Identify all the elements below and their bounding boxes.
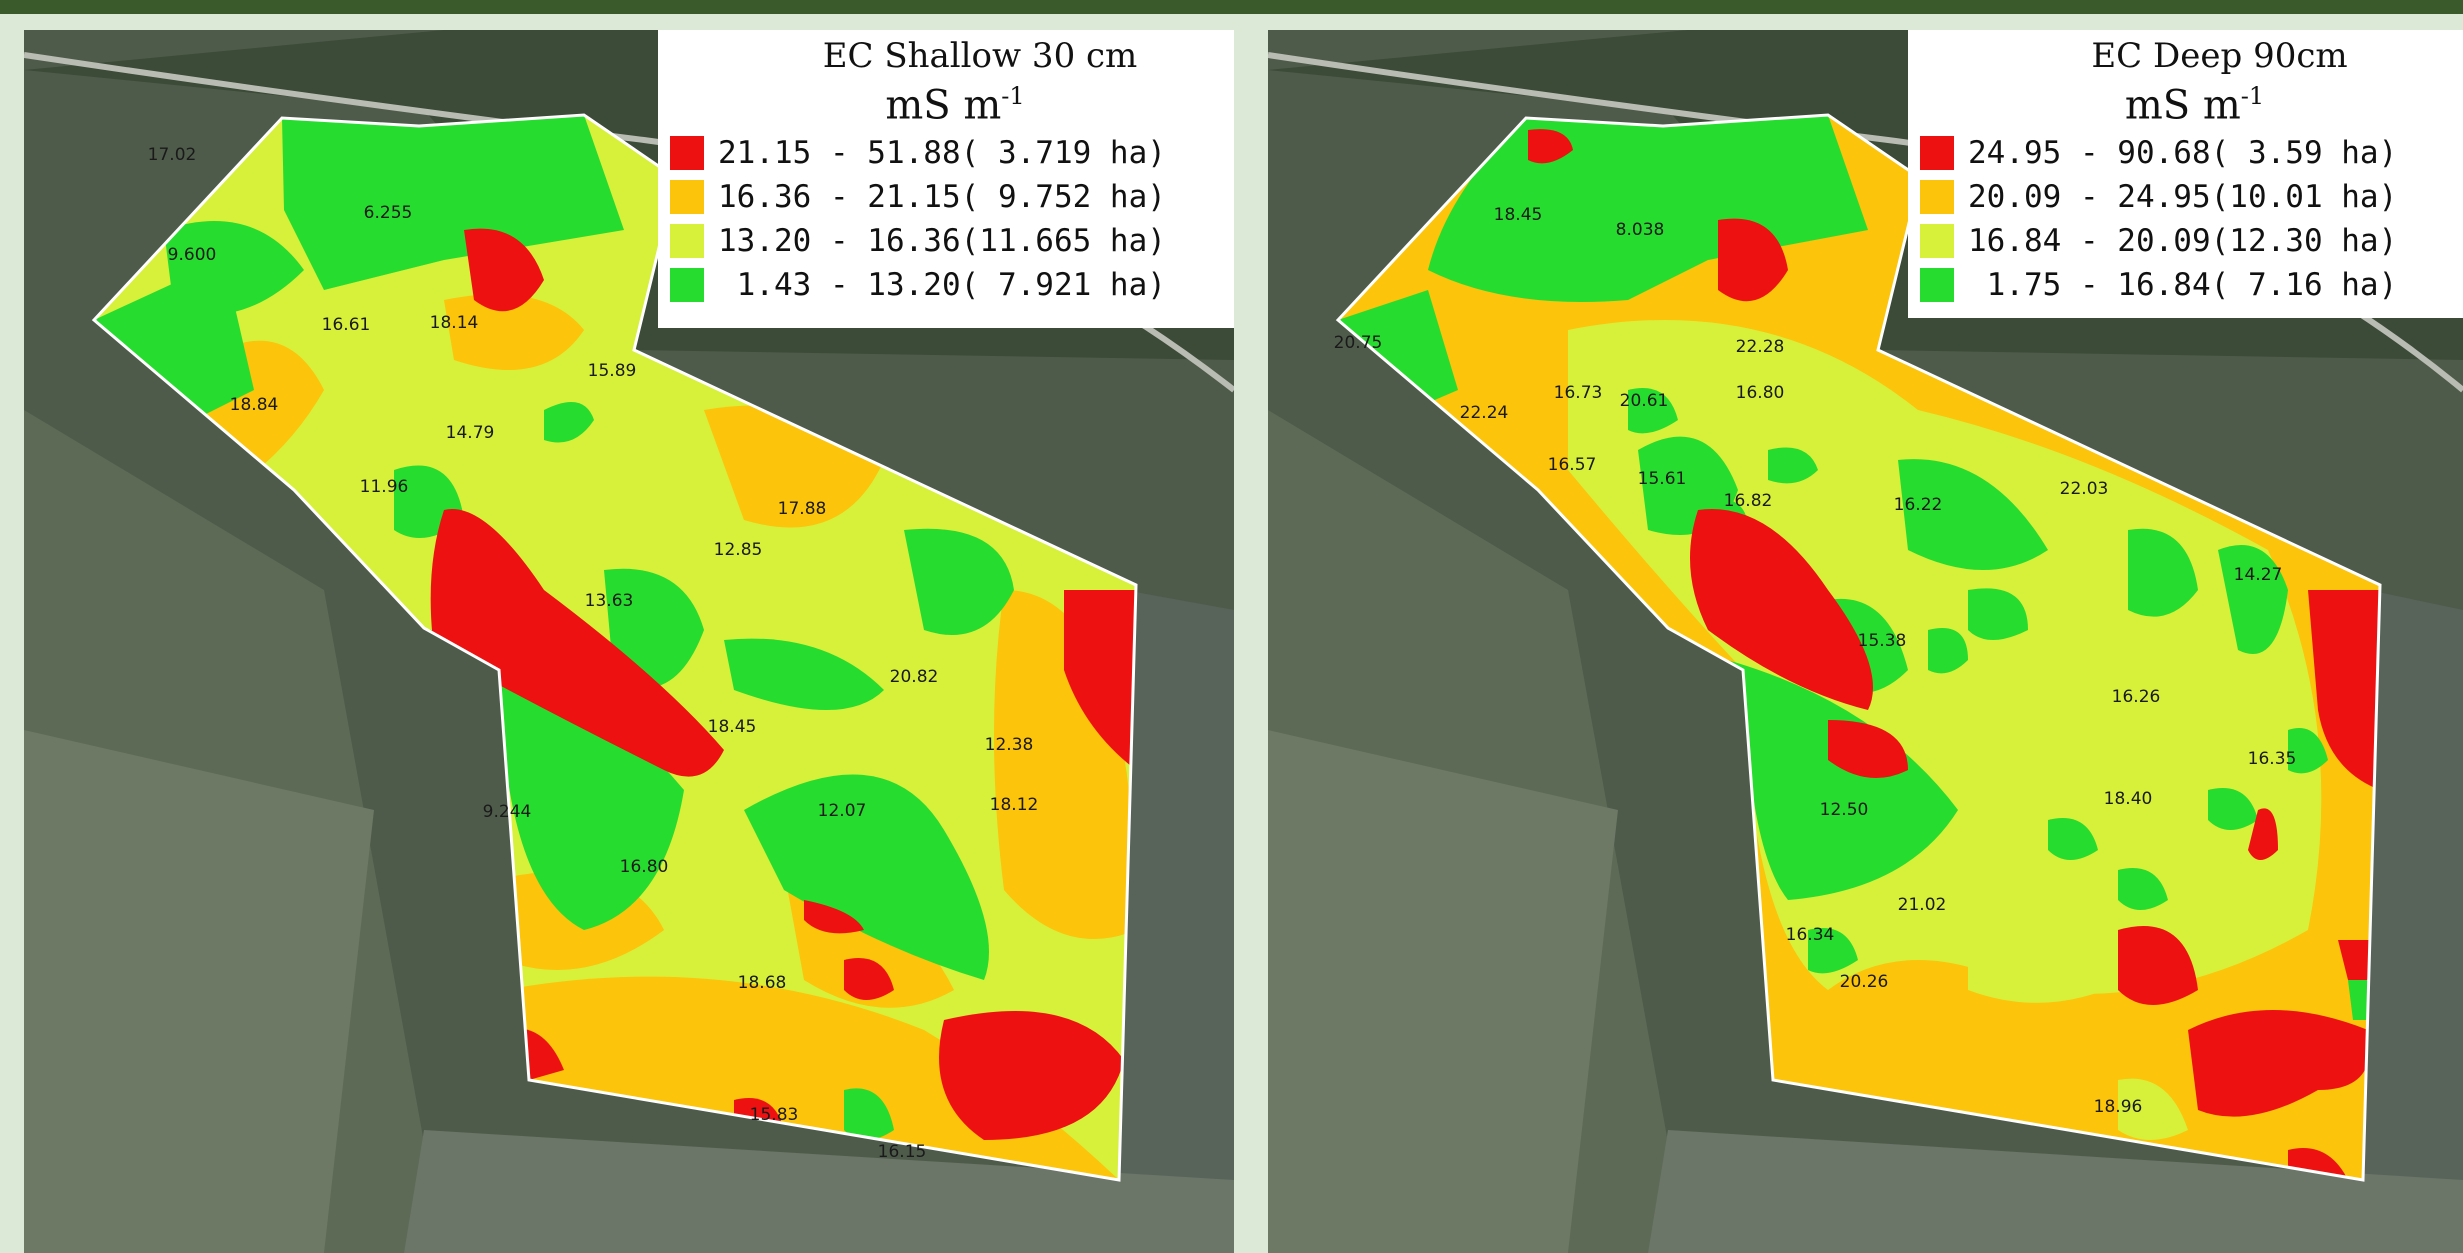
legend-title: EC Shallow 30 cm <box>822 36 1138 76</box>
swatch-orange <box>1920 180 1954 215</box>
legend-ec-deep: EC Deep 90cm mS m-1 24.95 - 90.68( 3.59 … <box>1908 30 2463 318</box>
zone-value-label: 11.96 <box>360 477 409 497</box>
zone-value-label: 17.02 <box>148 145 197 165</box>
zone-value-label: 21.02 <box>1898 895 1947 915</box>
zone-value-label: 18.45 <box>708 717 757 737</box>
zone-value-label: 12.50 <box>1820 800 1869 820</box>
zone-value-label: 16.26 <box>2112 687 2161 707</box>
swatch-red <box>670 136 704 171</box>
map-panel-ec-deep: 18.45 8.038 20.75 22.24 16.73 20.61 16.80 22.28… <box>1268 30 2463 1253</box>
legend-title: EC Deep 90cm <box>2091 36 2348 76</box>
legend-row: 20.09 - 24.95(10.01 ha) <box>1920 175 2449 219</box>
zone-value-label: 9.244 <box>483 802 532 822</box>
legend-unit: mS m-1 <box>2124 82 2265 129</box>
zone-value-label: 15.38 <box>1858 631 1907 651</box>
zone-value-label: 16.61 <box>322 315 371 335</box>
zone-value-label: 12.85 <box>714 540 763 560</box>
zone-value-label: 15.89 <box>588 361 637 381</box>
zone-value-label: 12.07 <box>818 801 867 821</box>
legend-range: 16.36 - 21.15( 9.752 ha) <box>718 179 1166 216</box>
zone-value-label: 18.68 <box>738 973 787 993</box>
zone-value-label: 18.45 <box>1494 205 1543 225</box>
zone-value-label: 16.34 <box>1786 925 1835 945</box>
legend-ec-shallow: EC Shallow 30 cm mS m-1 21.15 - 51.88( 3… <box>658 30 1234 328</box>
zone-value-label: 18.96 <box>2094 1097 2143 1117</box>
zone-value-label: 16.35 <box>2248 749 2297 769</box>
zone-value-label: 16.15 <box>878 1142 927 1162</box>
zone-value-label: 14.79 <box>446 423 495 443</box>
header-bar <box>0 0 2463 14</box>
zone-value-label: 20.75 <box>1334 333 1383 353</box>
zone-value-label: 16.22 <box>1894 495 1943 515</box>
zone-value-label: 16.57 <box>1548 455 1597 475</box>
zone-value-label: 18.84 <box>230 395 279 415</box>
swatch-yellow-green <box>670 224 704 259</box>
zone-value-label: 15.83 <box>750 1105 799 1125</box>
swatch-orange <box>670 180 704 215</box>
map-panel-ec-shallow: 17.02 9.600 6.255 16.61 18.14 18.84 15.89 14.79… <box>24 30 1234 1253</box>
zone-value-label: 18.40 <box>2104 789 2153 809</box>
zone-value-label: 16.80 <box>1736 383 1785 403</box>
zone-value-label: 9.600 <box>168 245 217 265</box>
legend-row: 1.43 - 13.20( 7.921 ha) <box>670 263 1220 307</box>
zone-value-label: 14.27 <box>2234 565 2283 585</box>
legend-range: 21.15 - 51.88( 3.719 ha) <box>718 135 1166 172</box>
zone-value-label: 13.63 <box>585 591 634 611</box>
legend-range: 13.20 - 16.36(11.665 ha) <box>718 223 1166 260</box>
legend-row: 16.84 - 20.09(12.30 ha) <box>1920 219 2449 263</box>
zone-labels: 17.02 9.600 6.255 16.61 18.14 18.84 15.89 14.79… <box>148 145 1039 1162</box>
legend-range: 20.09 - 24.95(10.01 ha) <box>1968 179 2398 216</box>
zone-value-label: 20.26 <box>1840 972 1889 992</box>
zone-value-label: 12.38 <box>985 735 1034 755</box>
legend-row: 16.36 - 21.15( 9.752 ha) <box>670 175 1220 219</box>
legend-range: 24.95 - 90.68( 3.59 ha) <box>1968 135 2398 172</box>
zone-value-label: 16.82 <box>1724 491 1773 511</box>
swatch-yellow-green <box>1920 224 1954 259</box>
legend-range: 16.84 - 20.09(12.30 ha) <box>1968 223 2398 260</box>
zone-value-label: 20.61 <box>1620 391 1669 411</box>
zone-value-label: 17.88 <box>778 499 827 519</box>
zone-value-label: 8.038 <box>1616 220 1665 240</box>
legend-row: 24.95 - 90.68( 3.59 ha) <box>1920 131 2449 175</box>
legend-row: 1.75 - 16.84( 7.16 ha) <box>1920 263 2449 307</box>
zone-value-label: 18.12 <box>990 795 1039 815</box>
zone-value-label: 16.73 <box>1554 383 1603 403</box>
legend-range: 1.43 - 13.20( 7.921 ha) <box>718 267 1166 304</box>
zone-value-label: 22.24 <box>1460 403 1509 423</box>
zone-value-label: 15.61 <box>1638 469 1687 489</box>
zone-value-label: 16.80 <box>620 857 669 877</box>
zone-value-label: 22.03 <box>2060 479 2109 499</box>
legend-row: 13.20 - 16.36(11.665 ha) <box>670 219 1220 263</box>
swatch-red <box>1920 136 1954 171</box>
zone-value-label: 6.255 <box>364 203 413 223</box>
legend-range: 1.75 - 16.84( 7.16 ha) <box>1968 267 2398 304</box>
swatch-green <box>1920 268 1954 303</box>
zone-labels: 18.45 8.038 20.75 22.24 16.73 20.61 16.80 22.28… <box>1334 205 2297 1117</box>
zone-value-label: 18.14 <box>430 313 479 333</box>
legend-unit: mS m-1 <box>885 82 1025 129</box>
swatch-green <box>670 268 704 303</box>
zone-value-label: 20.82 <box>890 667 939 687</box>
legend-row: 21.15 - 51.88( 3.719 ha) <box>670 131 1220 175</box>
zone-value-label: 22.28 <box>1736 337 1785 357</box>
